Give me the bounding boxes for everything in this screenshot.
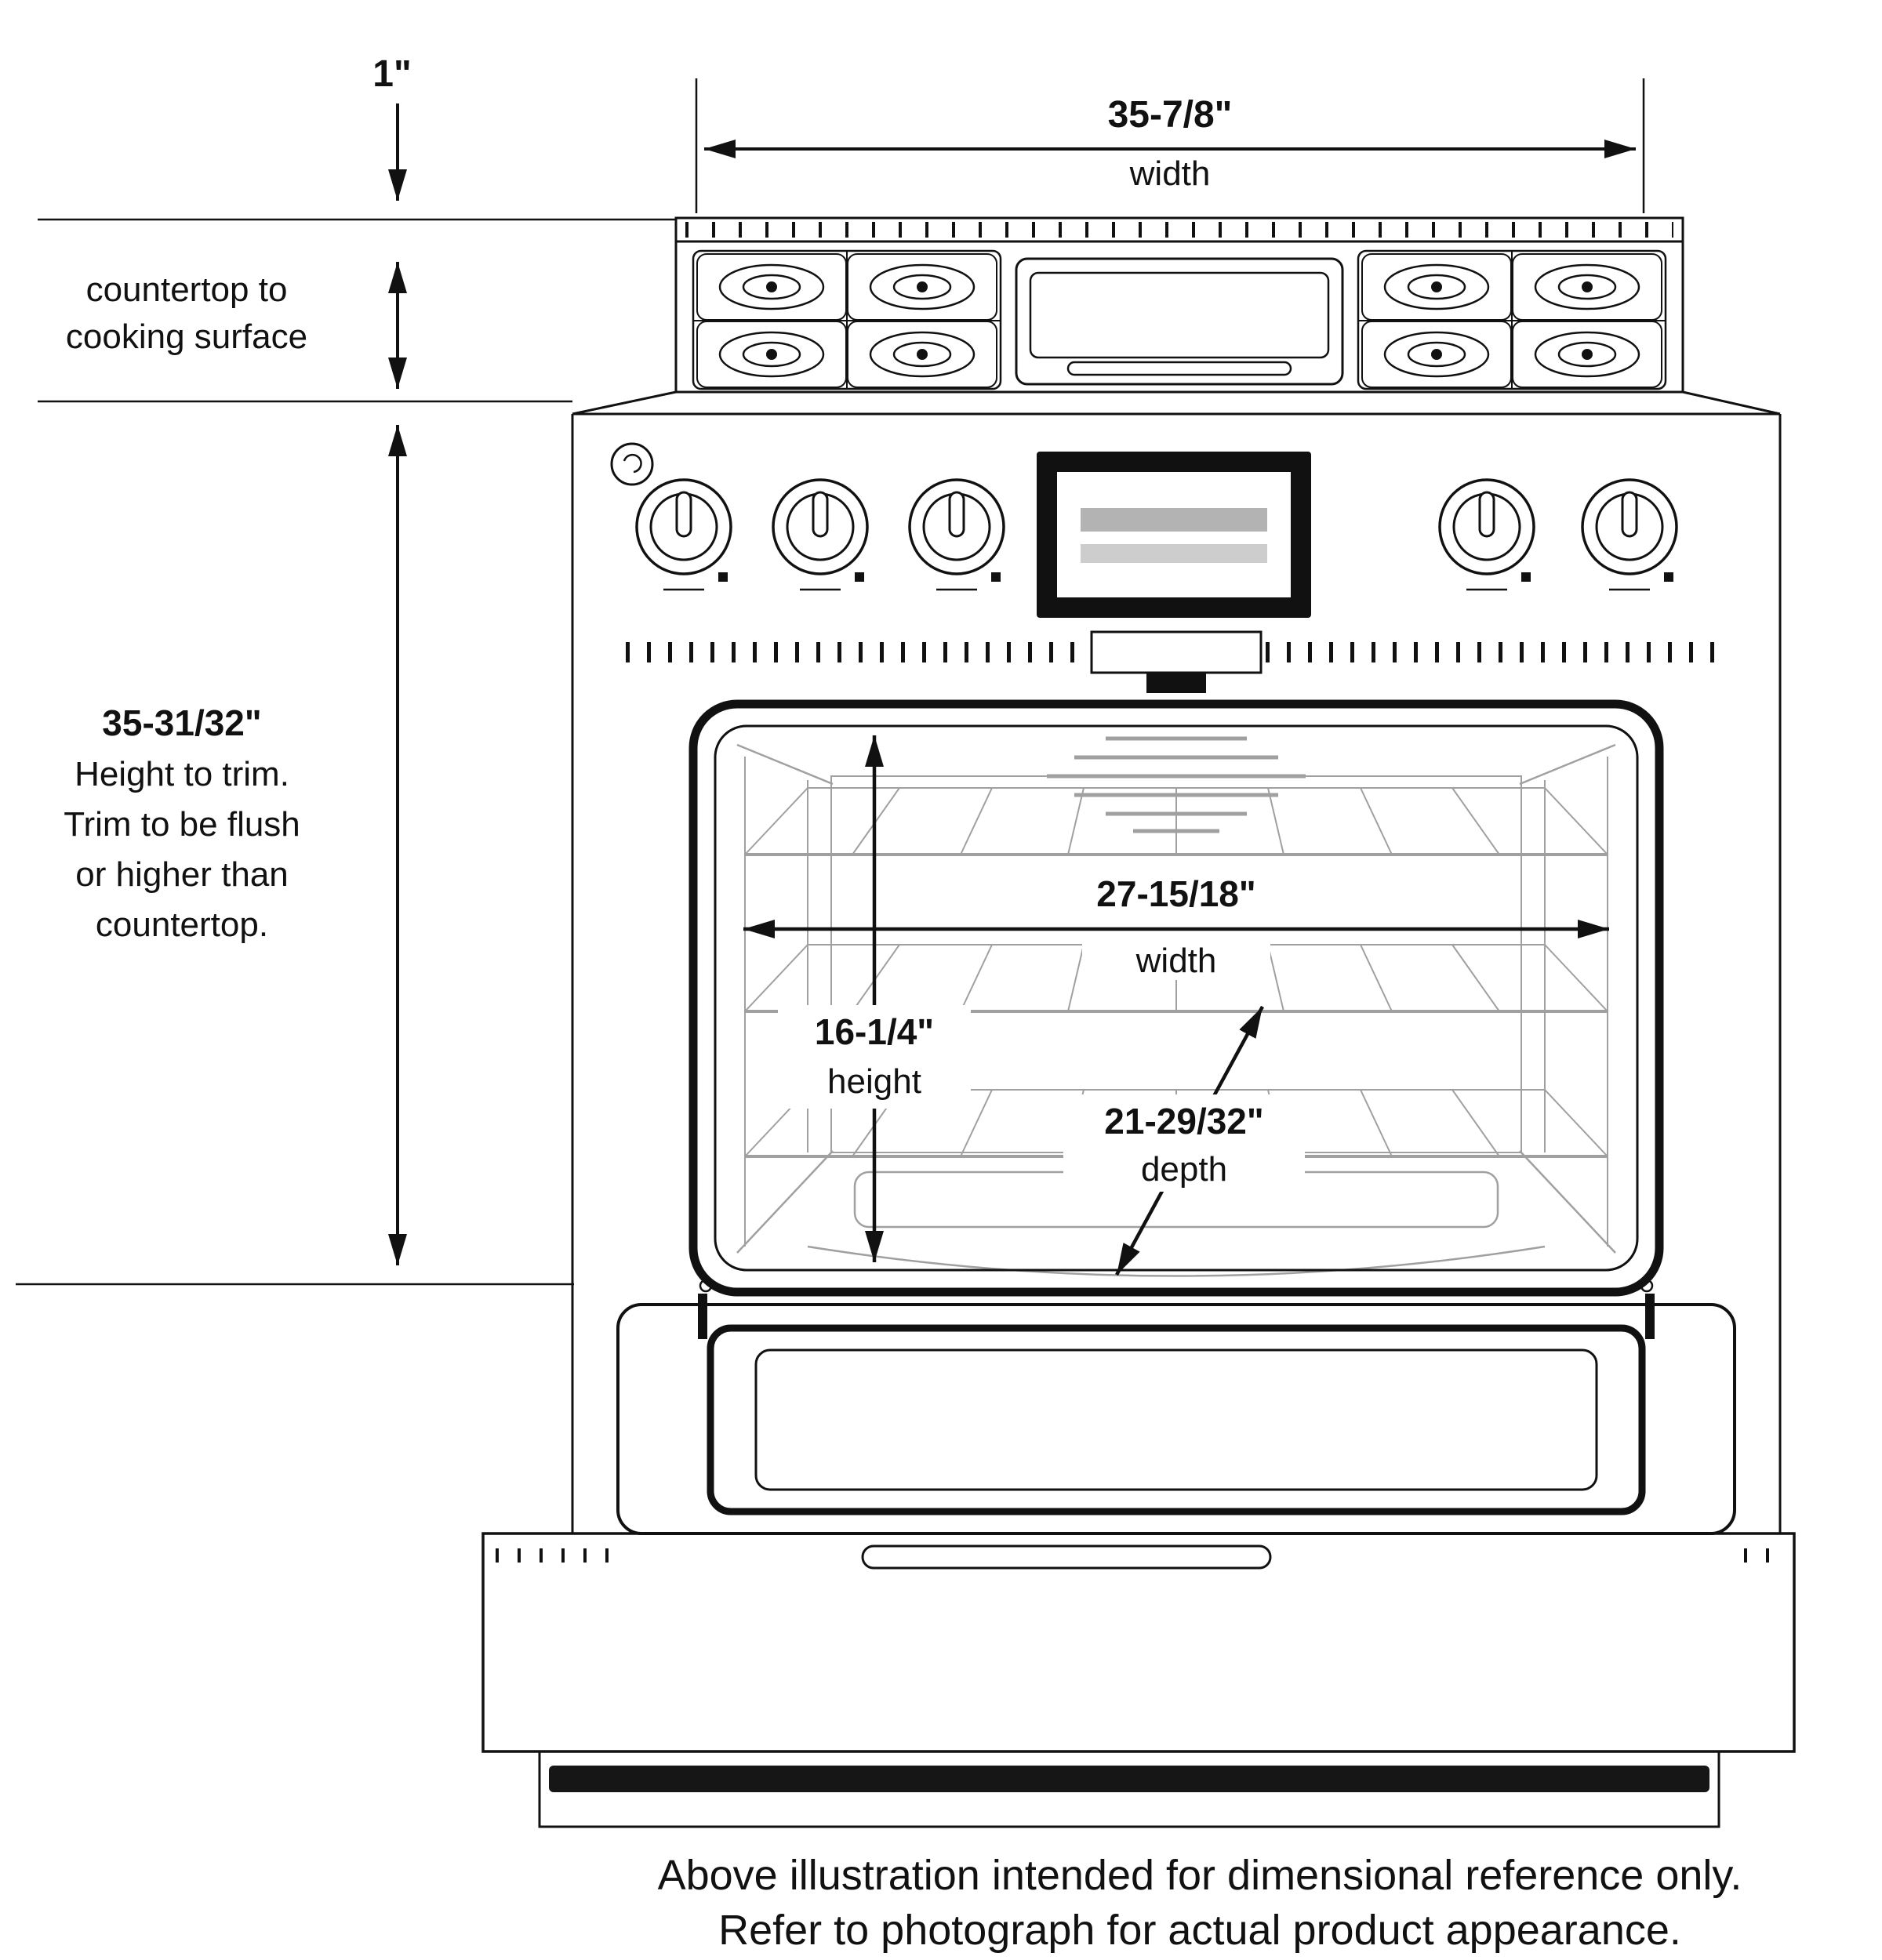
brand-logo [610, 442, 654, 486]
burner-icon [1361, 320, 1513, 389]
burner-icon [1511, 320, 1663, 389]
griddle-handle [1066, 361, 1292, 376]
burner-icon [846, 320, 998, 389]
door-hinges [698, 1294, 1655, 1339]
burner-knob [908, 478, 1005, 591]
dim-height-line3: Trim to be flush [64, 805, 300, 844]
door-handle [861, 1544, 1272, 1570]
dim-countertop: countertop to cooking surface [66, 262, 407, 389]
dim-height-value: 35-31/32" [102, 702, 261, 743]
dim-countertop-line2: cooking surface [66, 318, 307, 356]
dim-oven-width-label: width [1135, 942, 1217, 980]
dim-oven-depth-value: 21-29/32" [1104, 1101, 1263, 1142]
dim-top-gap-value: 1" [372, 53, 411, 95]
oven-dimensions: 27-15/18" width 16-1/4" height 21-29/32"… [743, 735, 1609, 1276]
burner-knob [635, 478, 732, 591]
burner-icon [846, 252, 998, 321]
dim-overall-width-value: 35-7/8" [1108, 94, 1233, 136]
door-gasket [707, 1324, 1646, 1515]
dim-height-to-trim: 35-31/32" Height to trim. Trim to be flu… [64, 425, 407, 1265]
display-bar-2 [1081, 544, 1267, 563]
range-body [571, 390, 1782, 1535]
burner-group-right [1357, 249, 1667, 390]
range-illustration [481, 216, 1796, 1828]
dim-countertop-line1: countertop to [86, 270, 288, 309]
burner-knob [1581, 478, 1678, 591]
burner-icon [696, 252, 848, 321]
brand-logo-mark [623, 453, 642, 474]
footer-line-1: Above illustration intended for dimensio… [658, 1852, 1742, 1899]
cooktop [674, 216, 1684, 394]
hinge-pin-right [1640, 1279, 1654, 1293]
dim-top-gap: 1" [372, 53, 412, 201]
dim-height-line5: countertop. [96, 906, 268, 944]
dim-height-line2: Height to trim. [74, 755, 289, 793]
oven-bottom-curve [807, 1245, 1546, 1277]
display-bar-1 [1081, 508, 1267, 532]
footer-caption: Above illustration intended for dimensio… [658, 1852, 1742, 1954]
kick-plate-band [549, 1766, 1709, 1792]
display [1037, 452, 1311, 618]
burner-icon [1361, 252, 1513, 321]
burner-knob [772, 478, 869, 591]
control-panel [610, 442, 1727, 693]
oven-rack [744, 787, 1608, 856]
griddle [1015, 257, 1344, 386]
dim-oven-depth-label: depth [1141, 1150, 1227, 1189]
display-screen [1057, 472, 1291, 597]
dim-overall-width-label: width [1129, 154, 1211, 193]
base [481, 1532, 1796, 1753]
burner-group-left [692, 249, 1002, 390]
cooktop-top-rail [674, 216, 1684, 243]
kick-plate [538, 1751, 1720, 1828]
dim-oven-height-value: 16-1/4" [815, 1011, 934, 1052]
dim-height-line4: or higher than [75, 855, 289, 894]
burner-knob [1438, 478, 1535, 591]
door-window [754, 1348, 1598, 1491]
hinge-pin-left [699, 1279, 713, 1293]
oven-door-open [616, 1279, 1736, 1570]
dim-oven-width-value: 27-15/18" [1096, 873, 1255, 914]
reference-lines [16, 218, 676, 1286]
burner-icon [1511, 252, 1663, 321]
door-latch [1090, 630, 1263, 693]
dim-oven-height-label: height [827, 1062, 921, 1101]
burner-icon [696, 320, 848, 389]
footer-line-2: Refer to photograph for actual product a… [718, 1907, 1681, 1954]
dim-overall-width: 35-7/8" width [695, 78, 1645, 213]
